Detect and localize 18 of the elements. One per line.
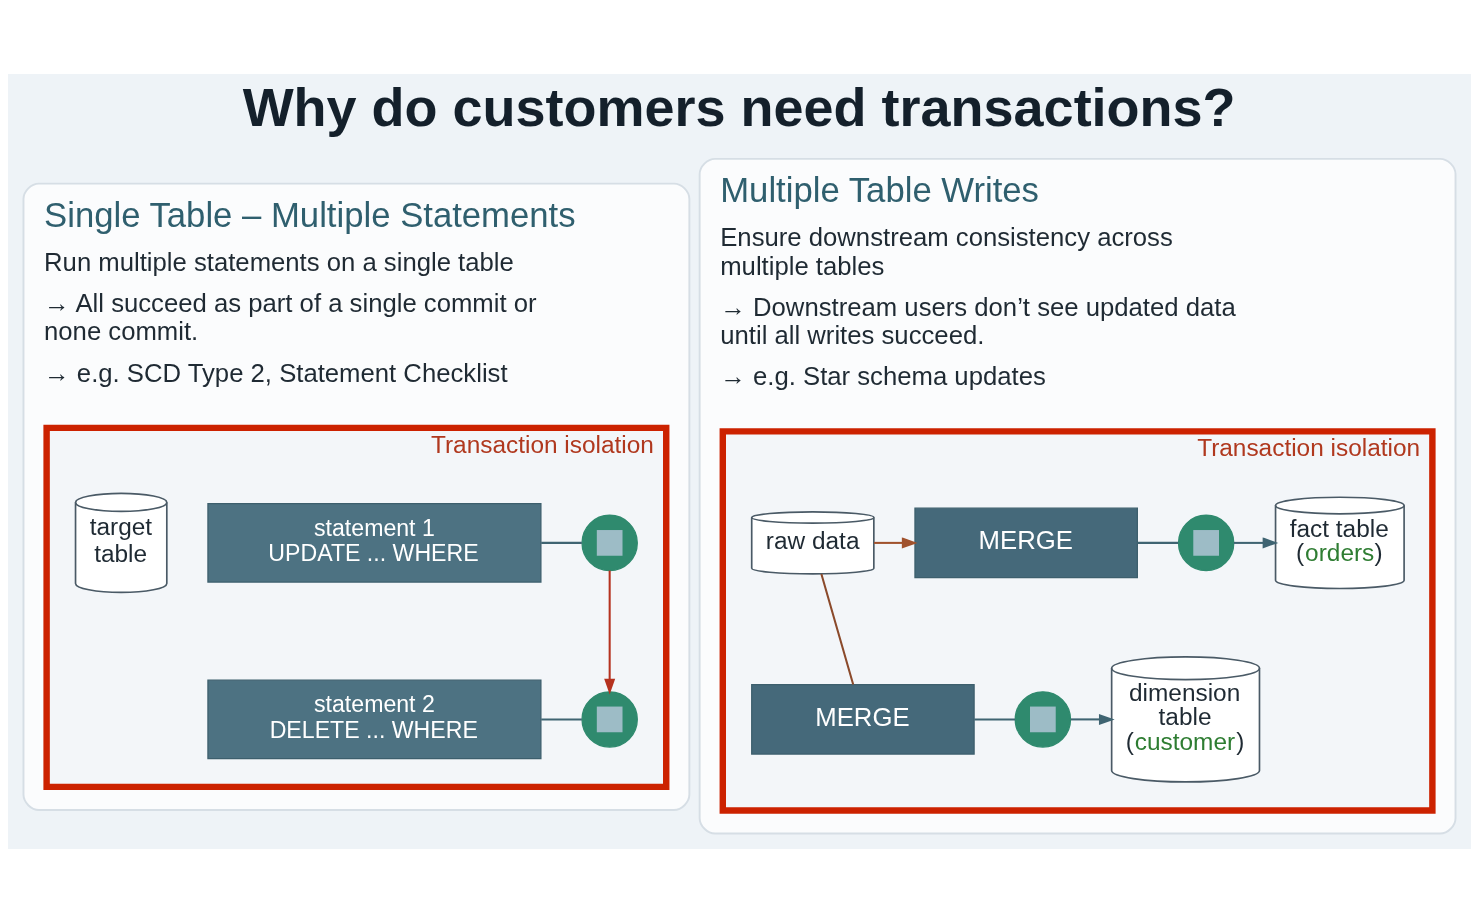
connector <box>541 541 582 544</box>
connector <box>541 717 582 720</box>
arrow <box>874 536 918 548</box>
node-box: statement 2 DELETE ... WHERE <box>207 679 542 759</box>
arrow <box>604 570 616 695</box>
node-box: MERGE <box>751 683 975 755</box>
node-circle <box>581 514 638 571</box>
node-circle <box>1014 690 1072 748</box>
node-circle <box>581 690 638 748</box>
connector <box>820 573 855 685</box>
node-circle <box>1177 514 1235 571</box>
arrow <box>1233 536 1279 548</box>
connector <box>1137 541 1179 544</box>
arrow <box>1070 713 1115 725</box>
node-box: MERGE <box>914 507 1138 578</box>
connector <box>974 717 1016 720</box>
node-box: statement 1 UPDATE ... WHERE <box>207 502 542 583</box>
diagram-title: Why do customers need transactions? <box>242 76 1236 137</box>
